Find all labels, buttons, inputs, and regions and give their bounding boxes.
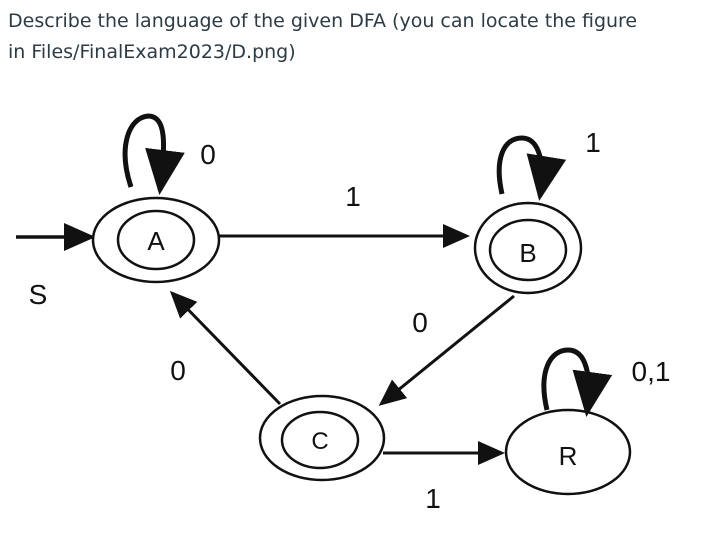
transition-B-C (378, 294, 515, 406)
label-B-B: 1 (585, 127, 601, 158)
label-B-C: 0 (412, 307, 428, 338)
question-text: Describe the language of the given DFA (… (8, 6, 698, 68)
label-A-B: 1 (345, 181, 361, 212)
state-R: R (504, 408, 632, 496)
question-line-1: Describe the language of the given DFA (… (8, 10, 638, 32)
label-C-R: 1 (425, 483, 441, 514)
transition-R-R (541, 347, 613, 417)
state-B: B (473, 201, 583, 295)
start-label: S (29, 279, 48, 310)
label-R-R: 0,1 (632, 356, 671, 387)
transition-C-A (169, 290, 282, 406)
label-C-A: 0 (170, 355, 186, 386)
state-A-label: A (147, 226, 165, 256)
state-B-label: B (519, 238, 536, 268)
label-A-A: 0 (200, 139, 216, 170)
state-C-label: C (311, 428, 328, 455)
state-A: A (91, 196, 221, 284)
state-R-label: R (559, 441, 578, 471)
state-C: C (258, 394, 386, 482)
transition-B-B (496, 135, 567, 201)
question-line-2: in Files/FinalExam2023/D.png) (8, 41, 296, 63)
transition-A-A (122, 113, 185, 195)
